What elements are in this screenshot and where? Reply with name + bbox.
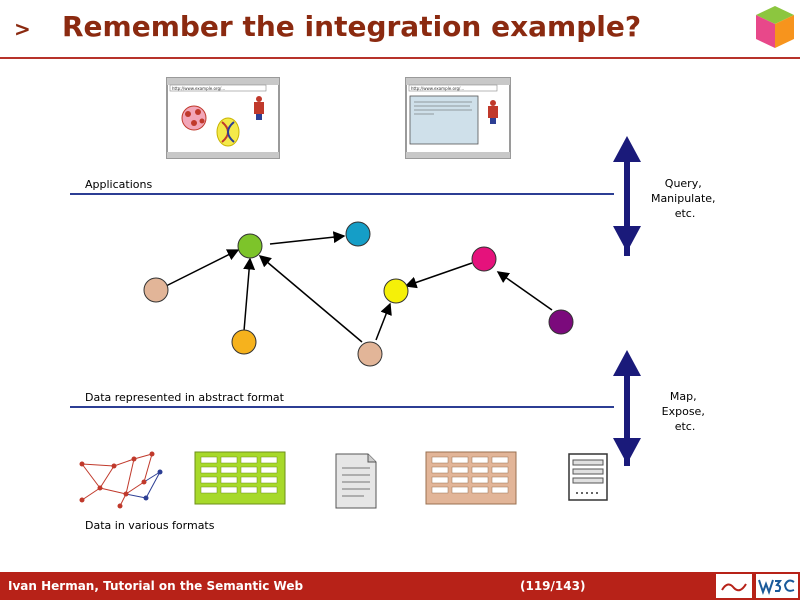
browser-window-left: http://www.example.org/... — [166, 77, 280, 159]
browser-right-url: http://www.example.org/... — [411, 86, 464, 91]
graph-node — [345, 221, 371, 247]
browser-left-url: http://www.example.org/... — [172, 86, 225, 91]
double-arrow-top-icon — [613, 136, 641, 256]
robot-image-icon — [488, 100, 498, 124]
graph-node — [231, 329, 257, 355]
graph-node — [471, 246, 497, 272]
header-rule — [0, 57, 800, 59]
bullet-marker: > — [14, 17, 31, 41]
network-graph-icon — [79, 451, 163, 509]
graph-node — [357, 341, 383, 367]
graph-edges — [165, 231, 553, 343]
graph-node — [237, 233, 263, 259]
footer-logos — [716, 574, 798, 598]
arrow-bottom-label: Map, Expose, etc. — [662, 390, 709, 433]
server-icon — [568, 453, 608, 501]
green-spreadsheet-icon — [194, 451, 286, 505]
molecule-image-icon — [181, 105, 207, 131]
graph-node — [383, 278, 409, 304]
footer-author: Ivan Herman, Tutorial on the Semantic We… — [8, 579, 304, 593]
graph-node — [143, 277, 169, 303]
browser-window-right: http://www.example.org/... — [405, 77, 511, 159]
slide-title: Remember the integration example? — [62, 10, 642, 43]
integration-diagram: http://www.example.org/... http://www.ex… — [64, 74, 716, 536]
slide-header: > Remember the integration example? — [0, 0, 800, 58]
graph-node — [548, 309, 574, 335]
robot-image-icon — [254, 96, 264, 120]
layer-label-applications: Applications — [85, 178, 152, 191]
tan-spreadsheet-icon — [425, 451, 517, 505]
w3c-logo-icon — [756, 574, 798, 598]
arrow-top-label: Query, Manipulate, etc. — [651, 177, 716, 220]
layer-label-formats: Data in various formats — [85, 519, 215, 532]
double-arrow-bottom-icon — [613, 350, 641, 466]
dna-image-icon — [216, 117, 240, 147]
slide-footer: Ivan Herman, Tutorial on the Semantic We… — [0, 572, 800, 600]
text-panel — [409, 95, 479, 145]
arabic-logo-icon — [716, 574, 752, 598]
document-icon — [335, 453, 377, 509]
page-counter: (119/143) — [520, 579, 586, 593]
cube-logo-icon — [756, 6, 794, 48]
diagram-canvas: http://www.example.org/... http://www.ex… — [70, 77, 716, 532]
layer-label-abstract: Data represented in abstract format — [85, 391, 285, 404]
